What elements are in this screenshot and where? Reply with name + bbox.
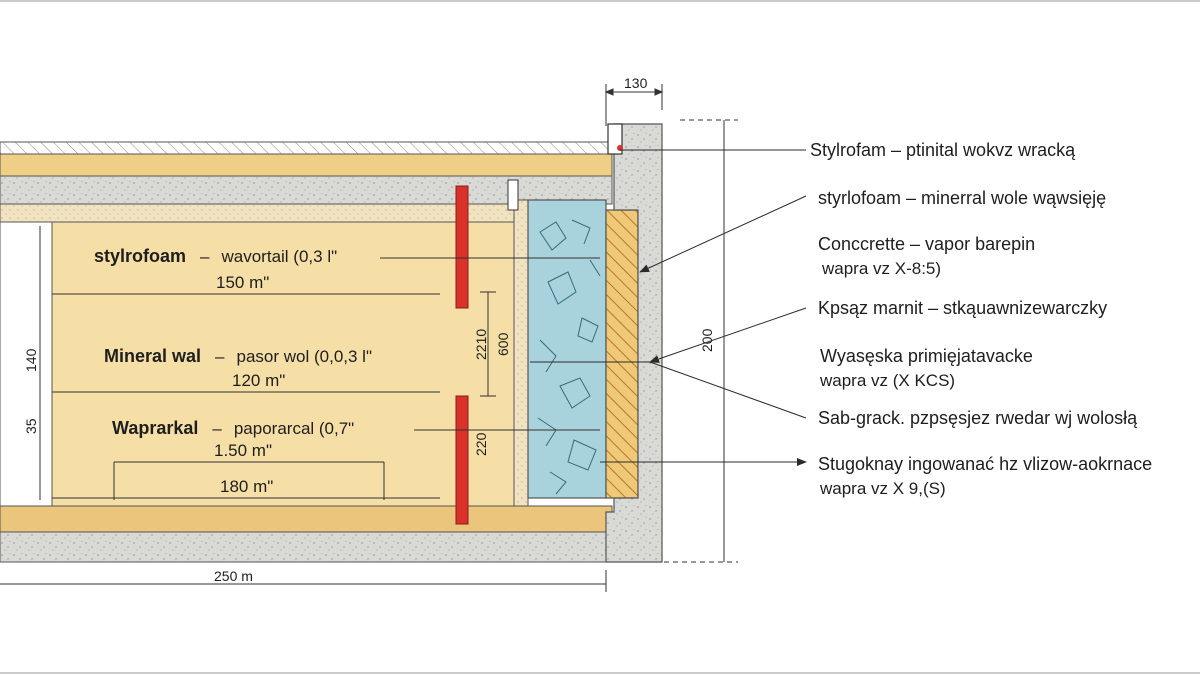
- dim-right: [664, 119, 738, 563]
- dim-left-lower-label: 35: [23, 418, 39, 434]
- inner-label-1: stylrofoam–wavortail (0,3 l": [94, 246, 337, 266]
- callout-2: styrlofoam – minerral wole wąwsięję: [818, 188, 1106, 208]
- inner-dim-1: 150 m": [216, 273, 269, 292]
- top-board-layer: [0, 203, 521, 223]
- bottom-insulation-band: [0, 505, 613, 533]
- dim-post-upper-a: 2210: [473, 329, 489, 360]
- callout-5-sub: wapra vz (X KCS): [819, 371, 955, 390]
- dim-post-upper: [480, 291, 496, 397]
- bottom-concrete-slab: [0, 531, 613, 563]
- dim-top: [604, 84, 664, 126]
- main-insulation-panel: [51, 221, 515, 507]
- dim-left-upper-label: 140: [23, 348, 39, 372]
- callout-7-sub: wapra vz X 9,(S): [819, 479, 946, 498]
- callout-1: Stylrofam – ptinital wokvz wracką: [810, 140, 1076, 160]
- dim-post-upper-b: 600: [495, 332, 511, 356]
- svg-text:stylrofoam–wavortail (0,3 l": stylrofoam–wavortail (0,3 l": [94, 246, 337, 266]
- dim-top-label: 130: [624, 75, 648, 91]
- callout-3: Conccrette – vapor barepin: [818, 234, 1035, 254]
- dim-post-lower: 220: [473, 432, 489, 456]
- callout-7: Stugoknay ingowanać hz vlizow-aokrnace: [818, 454, 1152, 474]
- inner-label-2: Mineral wal–pasor wol (0,0,3 l": [104, 346, 372, 366]
- dim-bottom-label: 250 m: [214, 568, 253, 584]
- wall-board-strip: [513, 199, 529, 507]
- dim-bottom: [0, 570, 607, 592]
- svg-text:Mineral wal–pasor wol (0,0,3 l: Mineral wal–pasor wol (0,0,3 l": [104, 346, 372, 366]
- dim-right-label: 200: [699, 328, 715, 352]
- steel-angle: [507, 179, 519, 211]
- red-post-upper: [455, 185, 469, 309]
- top-insulation-band: [0, 153, 613, 177]
- inner-label-3: Waprarkal–paporarcal (0,7": [112, 418, 354, 438]
- callout-6: Sab-grack. pzpsęsjez rwedar wj wolosłą: [818, 408, 1138, 428]
- callout-4: Kpsąz marnit – stkąuawnizewarczky: [818, 298, 1107, 318]
- left-open-zone: [0, 221, 53, 507]
- callout-5: Wyasęska primięjatavacke: [820, 346, 1033, 366]
- svg-text:Waprarkal–paporarcal (0,7": Waprarkal–paporarcal (0,7": [112, 418, 354, 438]
- glass-shards: [537, 219, 601, 495]
- red-post-lower: [455, 395, 469, 525]
- top-hatched-layer: [0, 141, 613, 155]
- inner-dim-4: 180 m": [220, 477, 273, 496]
- hatched-wall-insulation: [605, 209, 639, 499]
- callout-3-sub: wapra vz X-8:5): [821, 259, 941, 278]
- callout-leaders: [530, 149, 807, 466]
- inner-dim-3: 1.50 m": [214, 441, 272, 460]
- glass-block: [527, 199, 607, 499]
- outer-concrete-wall: [605, 123, 663, 563]
- inner-dim-2: 120 m": [232, 371, 285, 390]
